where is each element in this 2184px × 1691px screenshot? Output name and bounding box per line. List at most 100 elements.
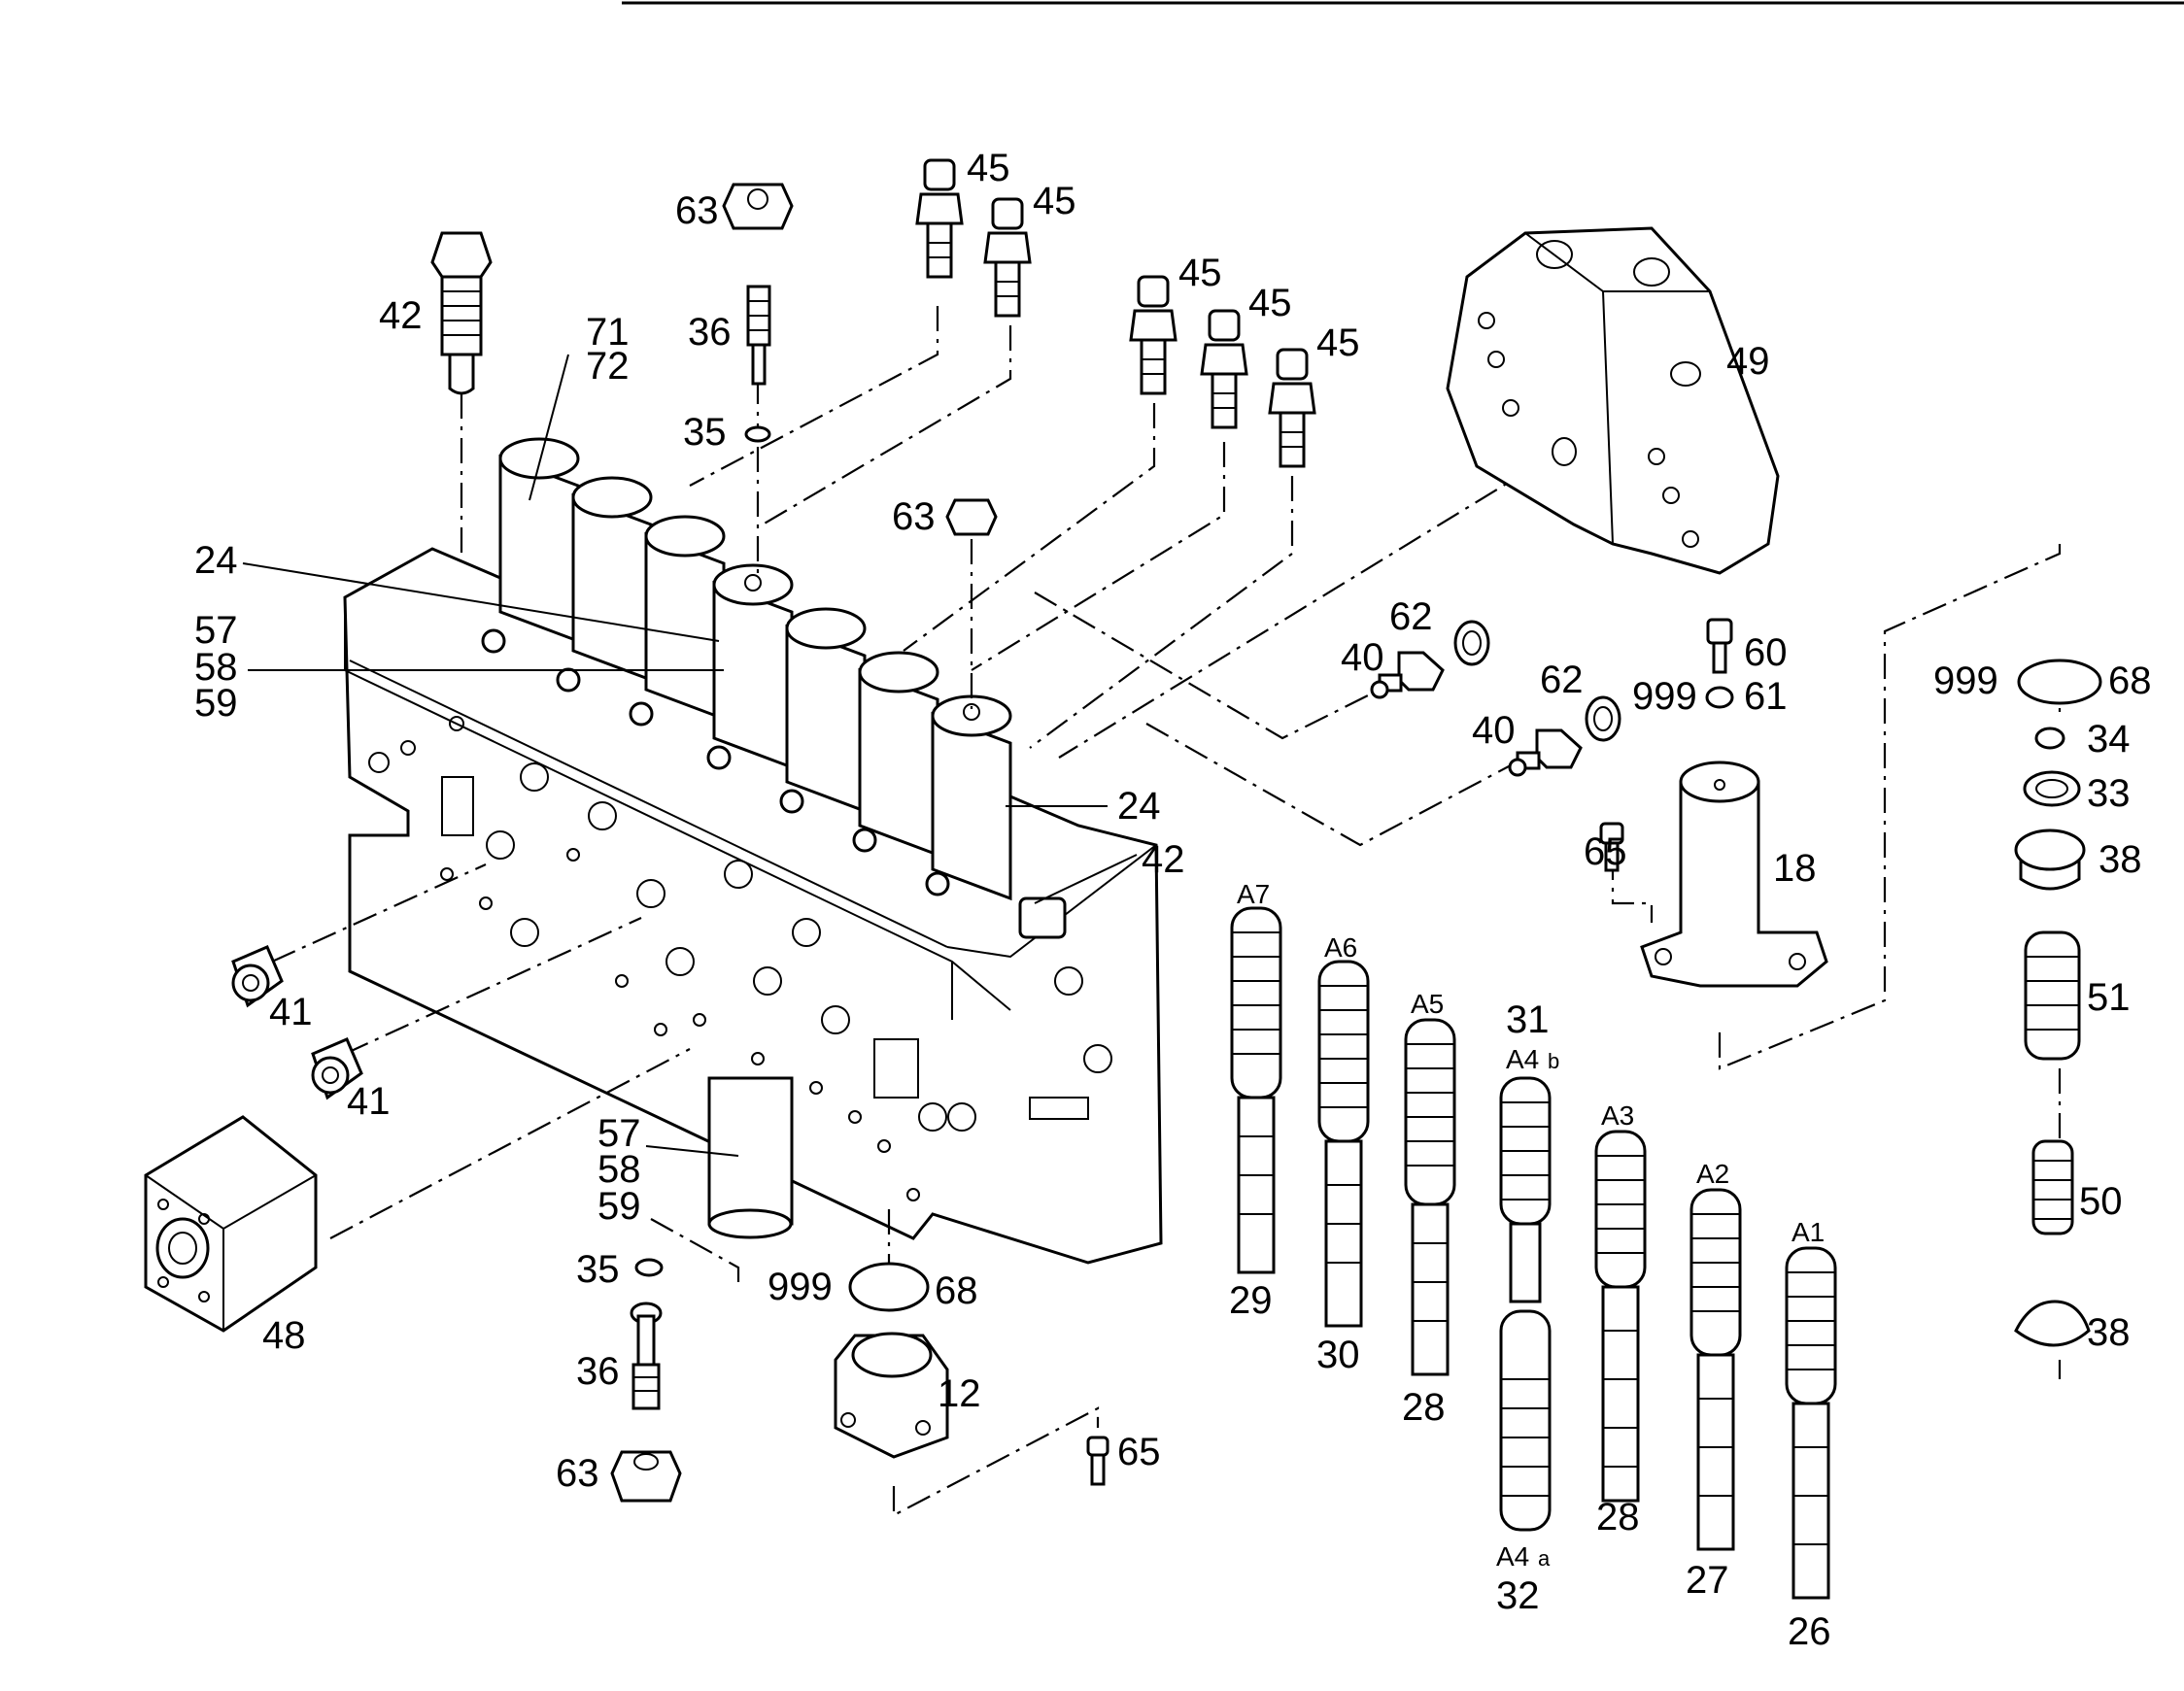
- part-35-lower-ring: [634, 1258, 664, 1277]
- part-68-oring-lower: [848, 1262, 930, 1312]
- callout-18: 18: [1773, 847, 1817, 890]
- callout-28: 28: [1596, 1496, 1640, 1539]
- callout-63: 63: [556, 1452, 599, 1495]
- part-35-top-ring: [744, 425, 771, 443]
- callout-41: 41: [347, 1080, 391, 1123]
- callout-30: 30: [1316, 1334, 1360, 1376]
- callout-999: 999: [1933, 659, 1998, 702]
- part-65-screw-upper: [1599, 822, 1624, 872]
- part-60-screw: [1706, 618, 1733, 674]
- part-36-top-stud: [746, 285, 771, 386]
- port-window-left: [441, 776, 474, 836]
- callout-59: 59: [597, 1185, 641, 1228]
- callout-24: 24: [194, 539, 238, 582]
- callout-45: 45: [1033, 180, 1076, 222]
- callout-999: 999: [1632, 675, 1697, 718]
- callout-60: 60: [1744, 631, 1788, 674]
- body-holes: [368, 716, 1112, 1201]
- callout-A4a: A4: [1496, 1541, 1529, 1572]
- part-34-ring: [2034, 727, 2065, 750]
- part-38-lower-cap: [2014, 1300, 2091, 1347]
- part-36-lower-stud: [630, 1302, 663, 1410]
- main-valve-body: [343, 437, 1163, 1265]
- callout-58: 58: [194, 646, 238, 689]
- callout-38: 38: [2087, 1311, 2131, 1354]
- callout-40: 40: [1472, 709, 1516, 752]
- callout-50: 50: [2079, 1180, 2123, 1223]
- callout-A4a-sub: a: [1538, 1546, 1551, 1571]
- callout-57: 57: [194, 609, 238, 652]
- callout-A2: A2: [1696, 1159, 1729, 1189]
- callout-68: 68: [935, 1269, 978, 1312]
- callout-29: 29: [1229, 1279, 1273, 1322]
- solenoid-cylinders: [498, 437, 1012, 901]
- clamp-bolts-row: [481, 628, 950, 896]
- callout-labels: 42 63 36 35 45 45 45 45 45 71 72 63 49 2…: [194, 147, 2152, 1653]
- part-45-valves: [915, 158, 1316, 468]
- callout-A4b: A4: [1506, 1044, 1539, 1074]
- callout-24: 24: [1117, 785, 1161, 828]
- callout-62: 62: [1540, 659, 1584, 701]
- callout-31: 31: [1506, 998, 1550, 1041]
- callout-12: 12: [938, 1372, 981, 1415]
- part-42-top-plug: [430, 231, 493, 395]
- callout-63: 63: [892, 495, 936, 538]
- part-63-mid-nut: [945, 498, 998, 709]
- part-65-screw-lower: [1086, 1436, 1109, 1486]
- callout-35: 35: [683, 411, 727, 454]
- callout-59: 59: [194, 682, 238, 725]
- part-63-lower-nut: [610, 1450, 682, 1503]
- callout-61: 61: [1744, 675, 1788, 718]
- part-68-oring-right: [2017, 659, 2102, 705]
- callout-57: 57: [597, 1112, 641, 1155]
- callout-42: 42: [1142, 838, 1185, 881]
- callout-62: 62: [1389, 595, 1433, 638]
- assembly-lines: [271, 306, 2062, 1517]
- part-51-spring: [2024, 930, 2081, 1061]
- callout-A1: A1: [1792, 1217, 1825, 1247]
- port-window-right: [873, 1038, 919, 1099]
- callout-40: 40: [1341, 636, 1384, 679]
- callout-45: 45: [1316, 321, 1360, 364]
- callout-999: 999: [768, 1266, 833, 1308]
- spool-assemblies: [1230, 906, 1837, 1600]
- spool-A5: [1404, 1018, 1456, 1376]
- part-57-lower-cylinder: [707, 1076, 794, 1239]
- plug-42-seat: [1018, 896, 1067, 939]
- callout-51: 51: [2087, 976, 2131, 1019]
- callout-58: 58: [597, 1148, 641, 1191]
- callout-42: 42: [379, 294, 423, 337]
- spool-A6: [1317, 960, 1370, 1328]
- callout-A7: A7: [1237, 879, 1270, 909]
- spool-A7: [1230, 906, 1282, 1274]
- callout-A6: A6: [1324, 932, 1357, 963]
- callout-36: 36: [576, 1350, 620, 1393]
- spool-A2: [1689, 1188, 1742, 1551]
- callout-41: 41: [269, 991, 313, 1033]
- callout-A5: A5: [1411, 989, 1444, 1019]
- callout-65: 65: [1584, 830, 1627, 873]
- spool-A3: [1594, 1130, 1647, 1503]
- callout-68: 68: [2108, 659, 2152, 702]
- callout-65: 65: [1117, 1431, 1161, 1473]
- port-slot: [1029, 1097, 1089, 1120]
- callout-32: 32: [1496, 1574, 1540, 1617]
- callout-A3: A3: [1601, 1100, 1634, 1131]
- callout-45: 45: [967, 147, 1010, 189]
- callout-26: 26: [1788, 1610, 1831, 1653]
- part-62-rings: [1453, 620, 1621, 742]
- callout-63: 63: [675, 189, 719, 232]
- part-63-top-nut: [722, 183, 794, 230]
- callout-35: 35: [576, 1248, 620, 1291]
- callout-A4b-sub: b: [1548, 1049, 1559, 1073]
- callout-34: 34: [2087, 718, 2131, 761]
- part-50-spring: [2031, 1139, 2074, 1235]
- spool-A1: [1785, 1246, 1837, 1600]
- part-33-seal: [2023, 770, 2081, 807]
- leader-lines: [242, 354, 1138, 1157]
- callout-45: 45: [1178, 252, 1222, 294]
- part-18-cover: [1640, 761, 1828, 988]
- callout-36: 36: [688, 311, 732, 354]
- part-38-upper-cap: [2014, 829, 2086, 891]
